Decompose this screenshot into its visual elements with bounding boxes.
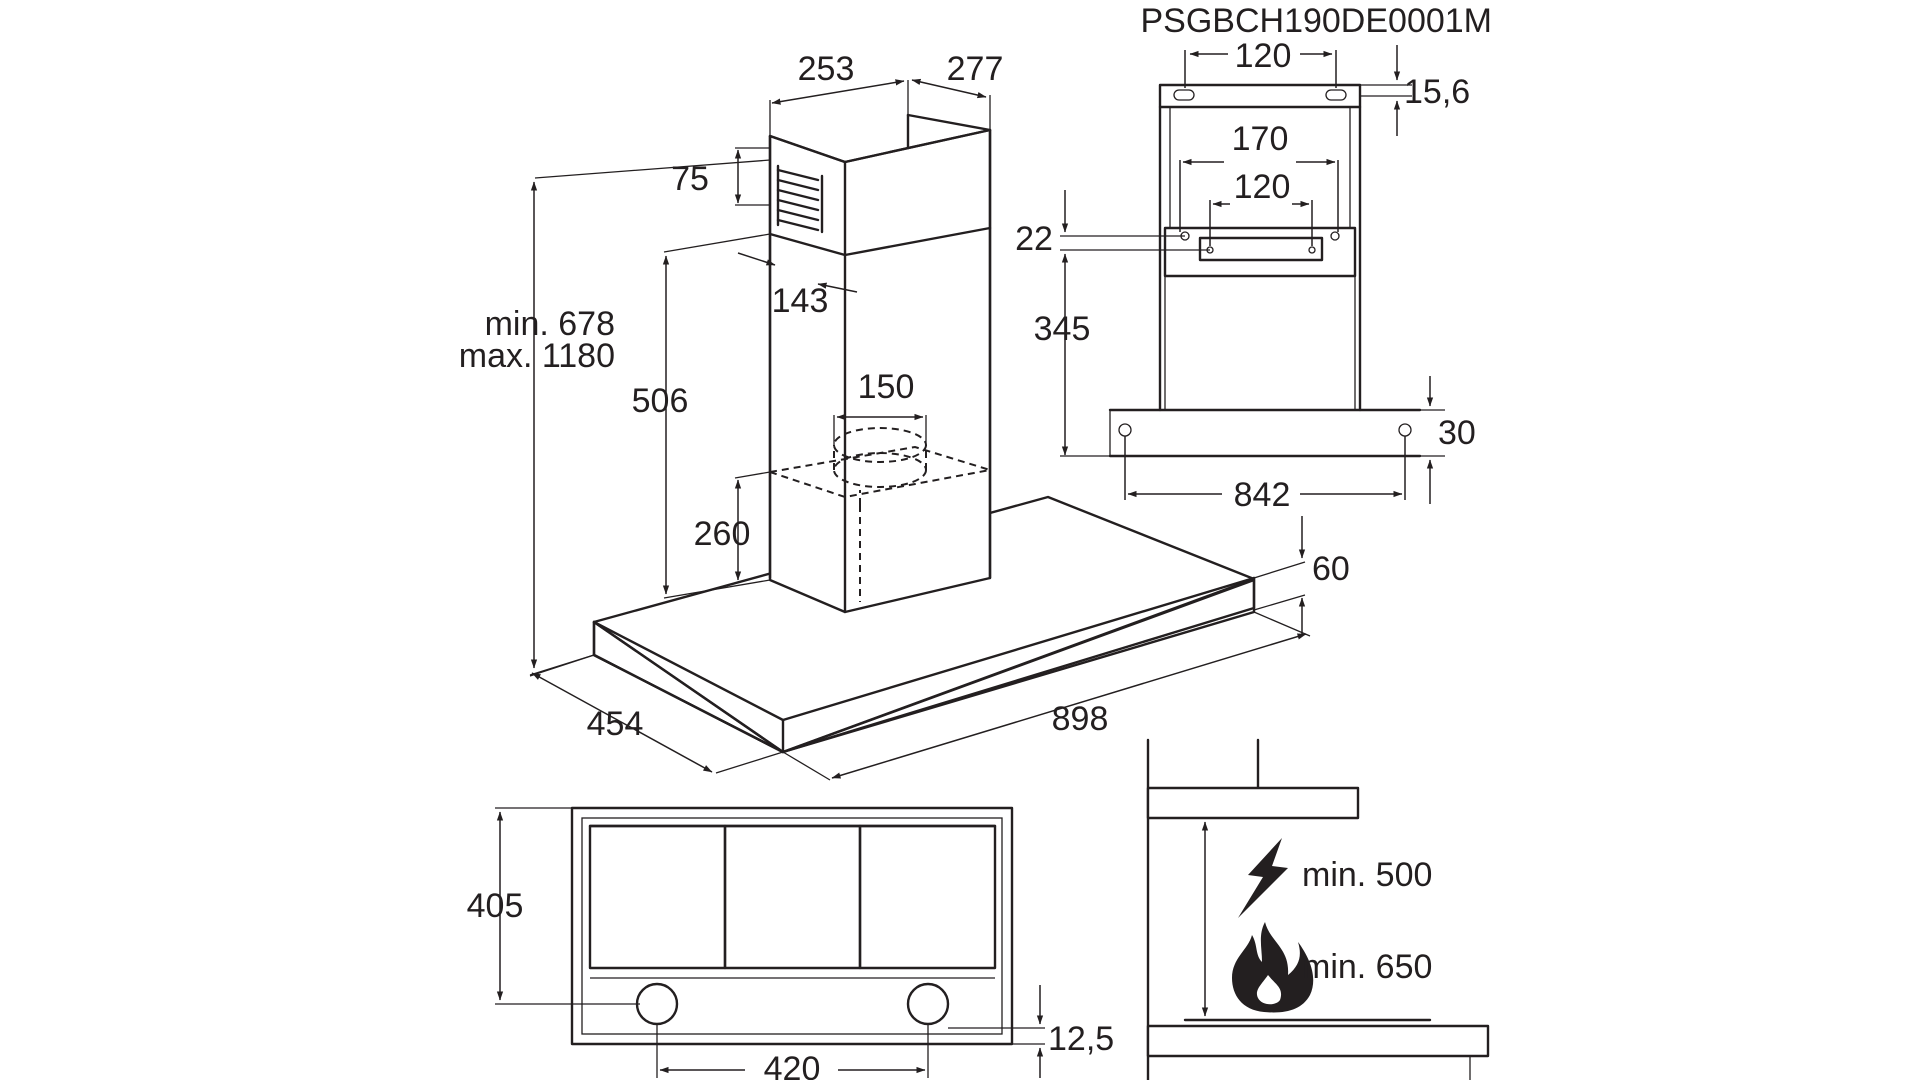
label-bottom-hole-spacing: 842: [1234, 476, 1291, 514]
label-bracket-holes: 120: [1234, 168, 1291, 206]
label-chimney-width: 253: [798, 50, 855, 88]
flame-icon: [1232, 922, 1314, 1013]
label-bracket-width: 170: [1232, 120, 1289, 158]
label-plan-depth: 405: [467, 887, 524, 925]
label-electric-min: min. 500: [1302, 856, 1432, 894]
vent-slots: [776, 164, 824, 234]
hood-chimney: [768, 113, 992, 614]
label-canopy-depth: 454: [587, 705, 644, 743]
label-light-offset: 12,5: [1048, 1020, 1114, 1058]
label-chimney-depth: 277: [947, 50, 1004, 88]
hood-isometric-view: 253 277 75 143 min. 678 max. 1180 506 15…: [459, 50, 1350, 781]
label-light-spacing: 420: [764, 1050, 821, 1080]
light-left: [635, 982, 679, 1026]
label-bracket-drop: 345: [1034, 310, 1091, 348]
label-bottom-offset: 30: [1438, 414, 1476, 452]
label-bracket-height: 22: [1015, 220, 1053, 258]
clearance-view: min. 500 min. 650: [1146, 738, 1490, 1080]
label-vent-offset: 143: [772, 282, 829, 320]
light-right: [906, 982, 950, 1026]
label-chimney-min: 506: [632, 382, 689, 420]
label-canopy-thickness: 60: [1312, 550, 1350, 588]
bracket-view: 120 15,6 170 120 22 345 30: [1015, 37, 1476, 514]
model-code: PSGBCH190DE0001M: [1140, 2, 1492, 40]
label-total-height-max: max. 1180: [459, 337, 615, 375]
motor-box: [769, 427, 991, 612]
label-duct-diameter: 150: [858, 368, 915, 406]
label-gas-min: min. 650: [1302, 948, 1432, 986]
label-motor-height: 260: [694, 515, 751, 553]
bottom-plan-view: 405 420 12,5: [467, 806, 1114, 1080]
label-top-offset: 15,6: [1404, 73, 1470, 111]
label-canopy-width: 898: [1052, 700, 1109, 738]
label-total-height-min: min. 678: [485, 305, 615, 343]
label-top-hole-spacing: 120: [1235, 37, 1292, 75]
lightning-icon: [1238, 838, 1288, 918]
